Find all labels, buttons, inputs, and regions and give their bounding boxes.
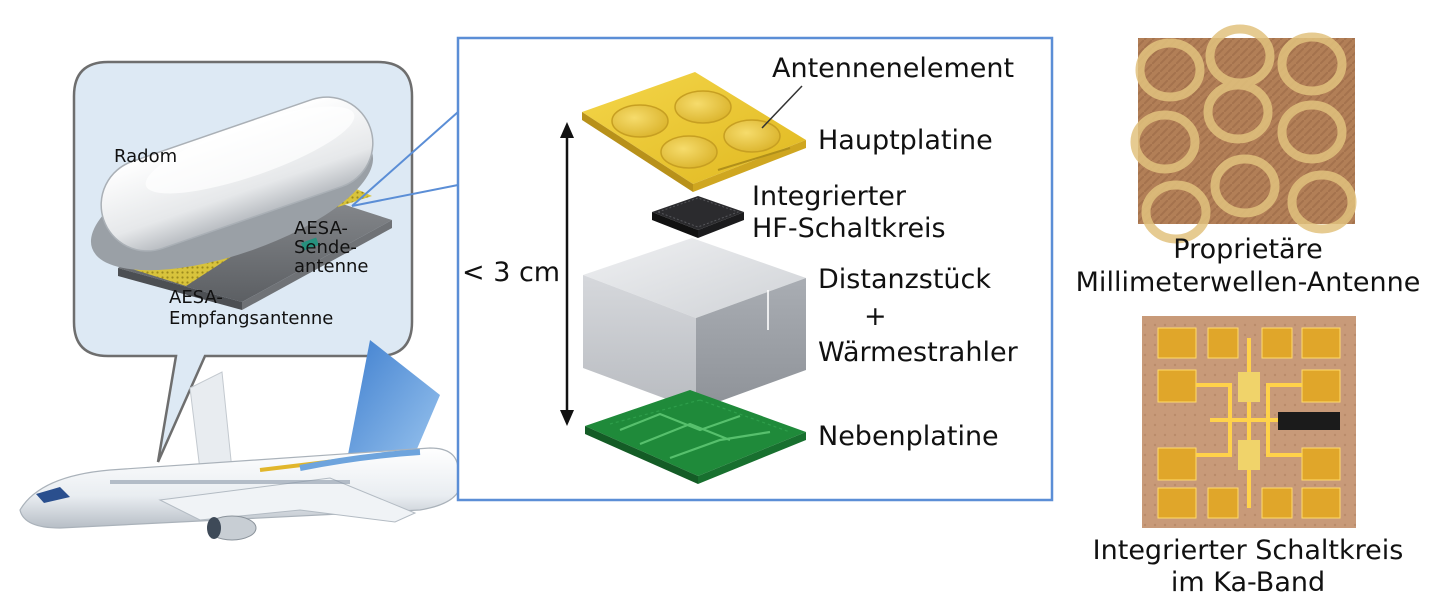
ic-caption-line2: im Ka-Band bbox=[1170, 567, 1326, 598]
sub-board-label: Nebenplatine bbox=[818, 421, 999, 452]
rx-antenna-label: AESA- Empfangsantenne bbox=[169, 287, 334, 329]
sub-board bbox=[585, 390, 806, 484]
spacer-heatsink-block bbox=[583, 238, 806, 410]
airplane-illustration bbox=[19, 340, 459, 541]
height-arrow bbox=[560, 122, 574, 426]
rfic-label-line1: Integrierter bbox=[752, 181, 907, 212]
antenna-caption-line2: Millimeterwellen-Antenne bbox=[1075, 267, 1421, 298]
antenna-pad bbox=[611, 104, 669, 138]
radome bbox=[90, 96, 374, 271]
antenna-pad bbox=[723, 119, 781, 153]
main-board bbox=[582, 72, 806, 192]
ic-caption-line1: Integrierter Schaltkreis bbox=[1092, 535, 1404, 566]
antenna-pad bbox=[674, 90, 732, 124]
detail-frame bbox=[456, 36, 1054, 502]
tx-antenna-label: AESA- Sende- antenne bbox=[294, 218, 369, 277]
zoom-connector-lines bbox=[351, 111, 459, 207]
antenna-element-leader bbox=[761, 85, 803, 129]
spacer-label-line2: + bbox=[864, 301, 887, 332]
cabin-windows bbox=[110, 480, 350, 484]
ka-band-ic-photo bbox=[1142, 316, 1356, 528]
millimeter-wave-antenna-photo bbox=[1130, 24, 1357, 244]
rf-ic-chip bbox=[652, 196, 744, 238]
spacer-label-line3: Wärmestrahler bbox=[818, 337, 1018, 368]
main-board-label: Hauptplatine bbox=[818, 125, 993, 156]
radome-label: Radom bbox=[114, 146, 178, 167]
spacer-label-line1: Distanzstück bbox=[818, 264, 992, 295]
antenna-pad bbox=[660, 135, 718, 169]
rfic-label-line2: HF-Schaltkreis bbox=[752, 213, 946, 244]
antenna-caption-line1: Proprietäre bbox=[1173, 234, 1323, 265]
antenna-element-label: Antennenelement bbox=[772, 53, 1015, 84]
height-label: < 3 cm bbox=[462, 257, 561, 288]
